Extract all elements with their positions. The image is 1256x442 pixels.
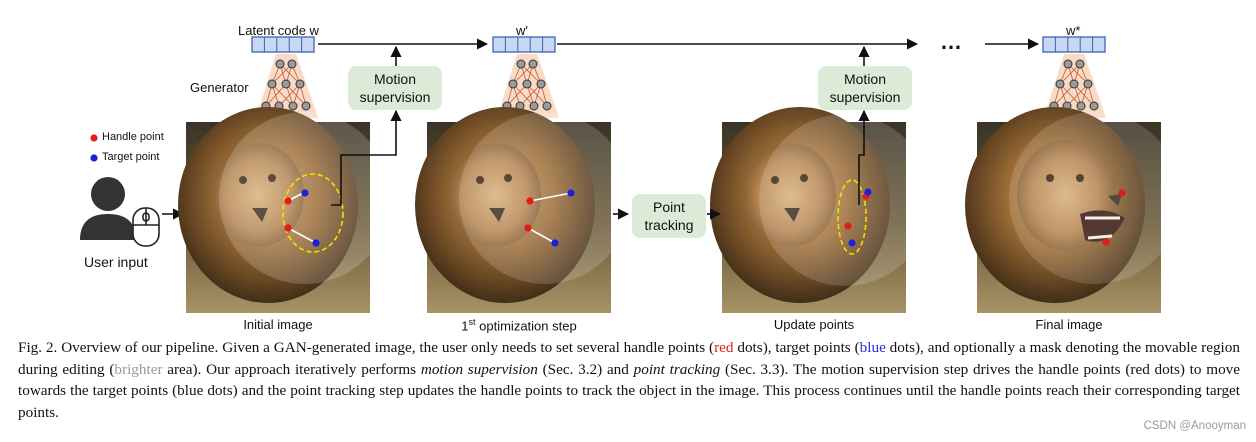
caption-part: dots), target points ( bbox=[733, 339, 860, 356]
caption-part: area). Our approach iteratively performs bbox=[162, 360, 421, 378]
point-tracking-box: Point tracking bbox=[632, 194, 706, 238]
handle-point bbox=[524, 224, 532, 232]
pipeline-diagram bbox=[80, 36, 1181, 313]
motion-supervision-box: Motion supervision bbox=[348, 66, 442, 110]
latent-code-label: Latent code w bbox=[238, 23, 319, 38]
target-point bbox=[848, 239, 856, 247]
final-image-label: Final image bbox=[1035, 317, 1103, 332]
caption-brighter-word: brighter bbox=[114, 360, 163, 378]
initial-image bbox=[178, 107, 391, 313]
handle-point bbox=[284, 224, 292, 232]
target-point bbox=[301, 189, 309, 197]
w-prime-label: w′ bbox=[516, 23, 528, 38]
ordinal-suffix: st bbox=[468, 317, 476, 327]
generator-network-icon bbox=[256, 54, 318, 118]
w-star-label: w* bbox=[1066, 23, 1081, 38]
target-point bbox=[567, 189, 575, 197]
update-points-image bbox=[710, 107, 931, 313]
handle-point bbox=[1102, 238, 1110, 246]
legend-handle-label: Handle point bbox=[102, 131, 164, 143]
caption-red-word: red bbox=[714, 339, 734, 356]
initial-image-label: Initial image bbox=[243, 317, 313, 332]
optimization-step-label: 1st optimization step bbox=[419, 317, 619, 333]
latent-code-w bbox=[251, 36, 315, 53]
legend-handle-dot bbox=[90, 134, 98, 142]
legend-target-label: Target point bbox=[102, 151, 160, 163]
handle-point bbox=[1118, 189, 1126, 197]
target-point bbox=[551, 239, 559, 247]
mask-outline bbox=[282, 173, 344, 253]
handle-point bbox=[284, 197, 292, 205]
figure-caption: Fig. 2. Overview of our pipeline. Given … bbox=[18, 337, 1240, 423]
generator-label: Generator bbox=[190, 80, 249, 95]
latent-code-w-prime bbox=[492, 36, 556, 53]
handle-point bbox=[526, 197, 534, 205]
optimization-step-text: optimization step bbox=[475, 318, 577, 334]
update-points-label: Update points bbox=[773, 317, 855, 332]
caption-part: dots), and optionally a mask denoting th… bbox=[18, 339, 1240, 378]
ellipsis: … bbox=[940, 29, 962, 54]
handle-point bbox=[844, 222, 852, 230]
mask-outline bbox=[837, 179, 867, 255]
target-point bbox=[312, 239, 320, 247]
motion-supervision-box: Motion supervision bbox=[818, 66, 912, 110]
optimization-step-image bbox=[415, 107, 631, 313]
caption-blue-word: blue bbox=[859, 339, 886, 356]
caption-emphasis: motion supervision bbox=[420, 360, 538, 378]
user-icon bbox=[80, 177, 136, 240]
caption-part: Fig. 2. Overview of our pipeline. Given … bbox=[18, 339, 715, 356]
caption-part: (Sec. 3.3). The motion supervision step … bbox=[18, 360, 1240, 421]
mouse-icon bbox=[132, 207, 160, 247]
target-point bbox=[864, 188, 872, 196]
ordinal-number: 1 bbox=[461, 318, 469, 334]
latent-code-w-star bbox=[1042, 36, 1106, 53]
user-input-label: User input bbox=[84, 254, 148, 270]
legend-target-dot bbox=[90, 154, 98, 162]
caption-part: (Sec. 3.2) and bbox=[537, 360, 634, 378]
final-image bbox=[965, 107, 1181, 313]
watermark: CSDN @Anooyman bbox=[1143, 420, 1246, 432]
caption-emphasis: point tracking bbox=[633, 360, 721, 378]
